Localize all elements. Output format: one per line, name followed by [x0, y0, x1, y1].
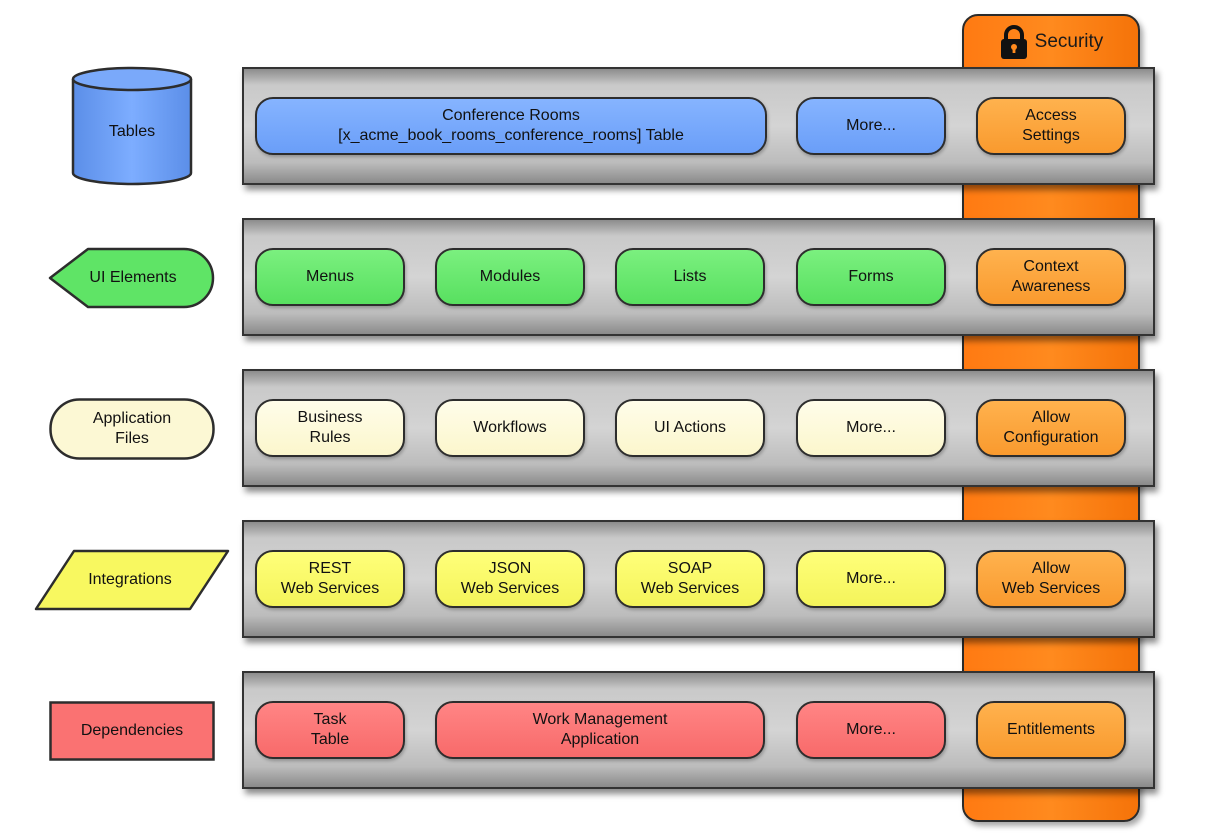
category-label-ui-elements: UI Elements [89, 269, 177, 286]
item-business-rules[interactable]: Business Rules [255, 399, 405, 457]
item-dependencies-more[interactable]: More... [796, 701, 946, 759]
item-forms[interactable]: Forms [796, 248, 946, 306]
security-item-context-awareness[interactable]: Context Awareness [976, 248, 1126, 306]
application-files-rounded-shape [49, 398, 215, 460]
security-item-entitlements[interactable]: Entitlements [976, 701, 1126, 759]
security-item-allow-configuration[interactable]: Allow Configuration [976, 399, 1126, 457]
item-integrations-more[interactable]: More... [796, 550, 946, 608]
item-application-files-more[interactable]: More... [796, 399, 946, 457]
item-lists[interactable]: Lists [615, 248, 765, 306]
tables-cylinder-shape [70, 66, 194, 188]
integrations-parallelogram-shape [34, 549, 230, 611]
item-rest-web-services[interactable]: REST Web Services [255, 550, 405, 608]
ui-elements-display-shape [48, 247, 216, 309]
security-item-allow-web-services[interactable]: Allow Web Services [976, 550, 1126, 608]
item-soap-web-services[interactable]: SOAP Web Services [615, 550, 765, 608]
item-ui-actions[interactable]: UI Actions [615, 399, 765, 457]
item-workflows[interactable]: Workflows [435, 399, 585, 457]
item-task-table[interactable]: Task Table [255, 701, 405, 759]
item-work-management-application[interactable]: Work Management Application [435, 701, 765, 759]
category-label-dependencies: Dependencies [80, 722, 184, 739]
security-item-access-settings[interactable]: Access Settings [976, 97, 1126, 155]
item-tables-more[interactable]: More... [796, 97, 946, 155]
security-label: Security [1034, 31, 1104, 52]
item-json-web-services[interactable]: JSON Web Services [435, 550, 585, 608]
lock-icon [999, 24, 1029, 60]
item-menus[interactable]: Menus [255, 248, 405, 306]
category-label-application-files: Application Files [92, 410, 172, 447]
category-label-tables: Tables [108, 123, 156, 140]
dependencies-rectangle-shape [49, 701, 215, 761]
security-header: Security [962, 22, 1140, 62]
item-modules[interactable]: Modules [435, 248, 585, 306]
item-conference-rooms-table[interactable]: Conference Rooms [x_acme_book_rooms_conf… [255, 97, 767, 155]
category-label-integrations: Integrations [88, 571, 172, 588]
